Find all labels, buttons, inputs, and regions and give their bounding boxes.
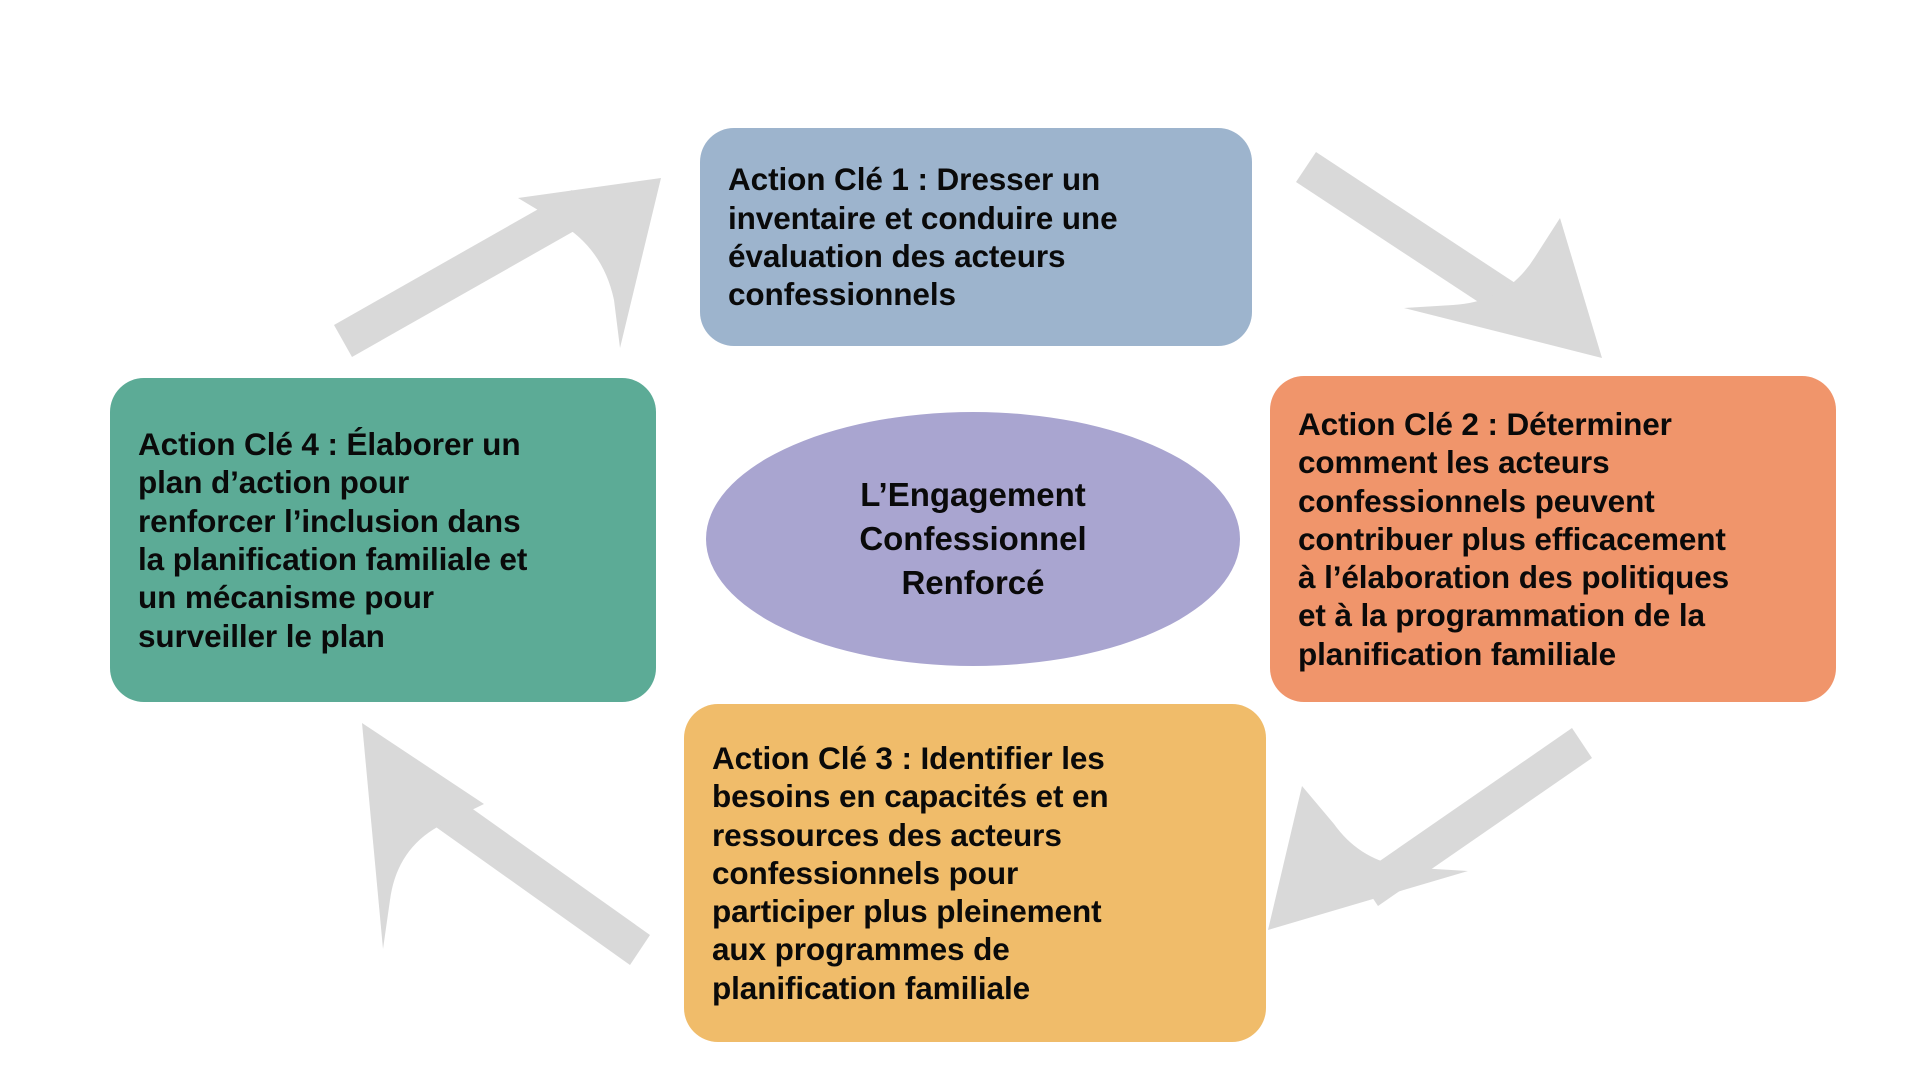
arrow-3-to-4 xyxy=(362,723,650,965)
action-key-3-box[interactable]: Action Clé 3 : Identifier les besoins en… xyxy=(684,704,1266,1042)
center-ellipse[interactable]: L’Engagement Confessionnel Renforcé xyxy=(706,412,1240,666)
center-ellipse-label: L’Engagement Confessionnel Renforcé xyxy=(859,475,1087,602)
arrow-4-to-1 xyxy=(334,178,661,357)
arrow-1-to-2 xyxy=(1296,152,1602,358)
action-key-4-box[interactable]: Action Clé 4 : Élaborer un plan d’action… xyxy=(110,378,656,702)
action-key-3-label: Action Clé 3 : Identifier les besoins en… xyxy=(712,740,1109,1006)
arrow-2-to-3 xyxy=(1268,728,1592,930)
action-key-2-label: Action Clé 2 : Déterminer comment les ac… xyxy=(1298,406,1730,672)
action-key-4-label: Action Clé 4 : Élaborer un plan d’action… xyxy=(138,426,528,654)
action-key-1-box[interactable]: Action Clé 1 : Dresser un inventaire et … xyxy=(700,128,1252,346)
action-key-1-label: Action Clé 1 : Dresser un inventaire et … xyxy=(728,161,1118,313)
action-key-2-box[interactable]: Action Clé 2 : Déterminer comment les ac… xyxy=(1270,376,1836,702)
